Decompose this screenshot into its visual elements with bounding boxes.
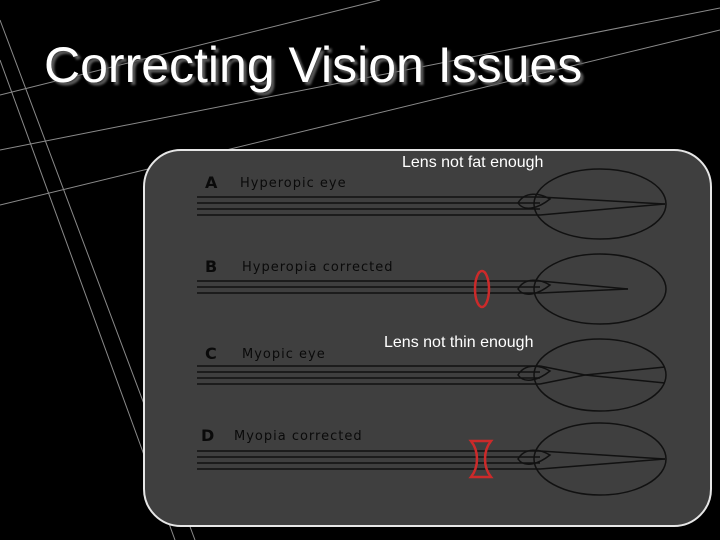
- callout-lens-not-fat: Lens not fat enough: [402, 154, 544, 171]
- row-b-label: Hyperopia corrected: [242, 260, 393, 275]
- row-d-letter: D: [201, 426, 214, 445]
- row-b: B Hyperopia corrected: [197, 253, 667, 325]
- row-b-letter: B: [205, 257, 217, 276]
- eye-diagram: A Hyperopic eye B Hyperopia corrected: [197, 168, 667, 496]
- callout-lens-not-thin: Lens not thin enough: [384, 334, 534, 351]
- row-c: C Myopic eye: [197, 338, 667, 412]
- slide-title: Correcting Vision Issues: [44, 37, 583, 93]
- row-c-label: Myopic eye: [242, 347, 326, 362]
- row-c-letter: C: [205, 344, 217, 363]
- concave-lens-icon: [468, 439, 494, 479]
- row-d-label: Myopia corrected: [234, 429, 363, 444]
- row-a: A Hyperopic eye: [197, 168, 667, 240]
- row-a-letter: A: [205, 173, 218, 192]
- row-a-label: Hyperopic eye: [240, 176, 347, 191]
- convex-lens-icon: [473, 269, 491, 309]
- row-d: D Myopia corrected: [197, 422, 667, 496]
- diagram-panel: A Hyperopic eye B Hyperopia corrected: [143, 149, 712, 527]
